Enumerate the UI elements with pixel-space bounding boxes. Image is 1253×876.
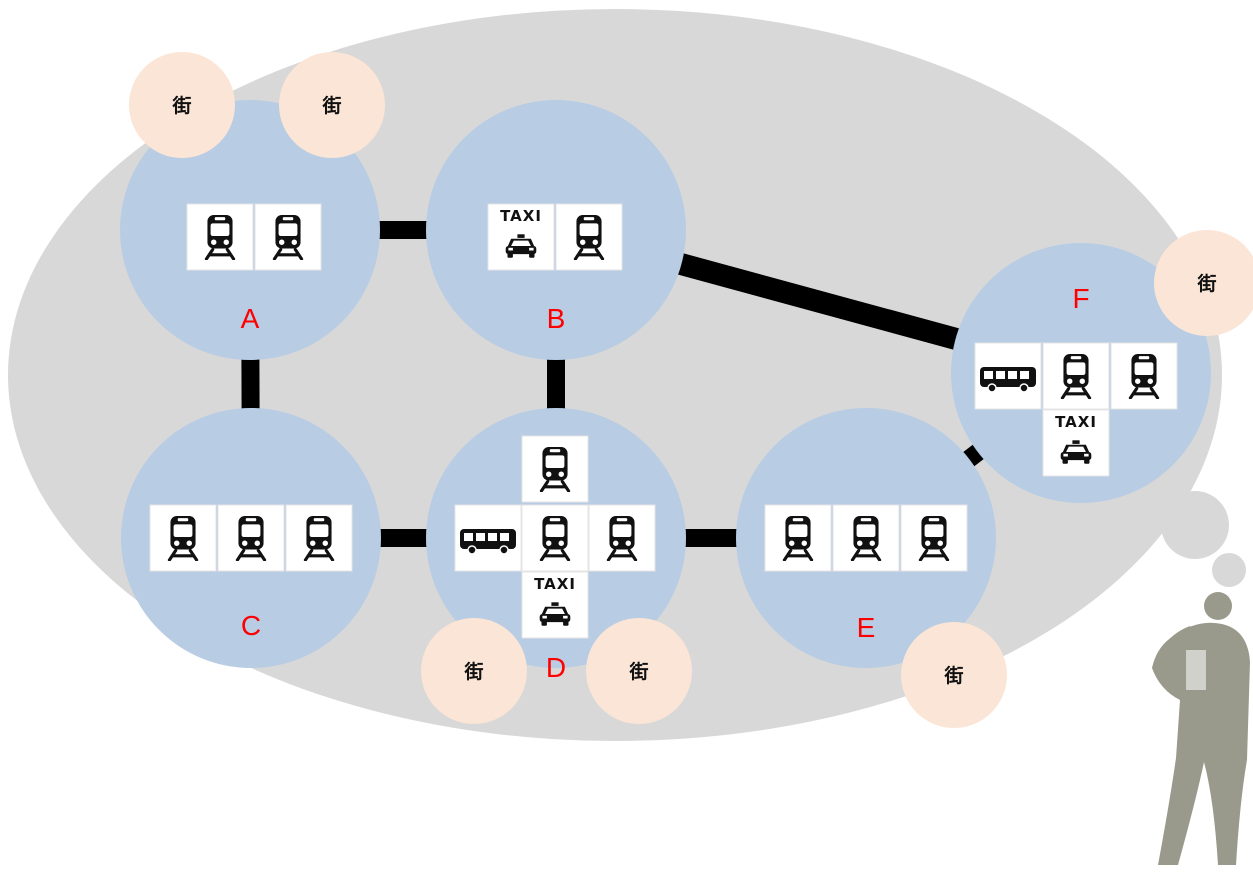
train-icon bbox=[555, 203, 623, 271]
train-icon bbox=[900, 504, 968, 572]
town-F-2: 街 bbox=[1154, 230, 1253, 336]
station-C: C bbox=[121, 408, 381, 668]
town-E-5: 街 bbox=[901, 622, 1007, 728]
town-circle bbox=[586, 618, 692, 724]
station-F: TAXI F bbox=[951, 243, 1211, 503]
train-icon bbox=[521, 435, 589, 503]
station-label-E: E bbox=[857, 612, 876, 643]
train-icon bbox=[186, 203, 254, 271]
taxi-sign-text: TAXI bbox=[1055, 413, 1097, 431]
town-A-0: 街 bbox=[129, 52, 235, 158]
town-label: 街 bbox=[943, 664, 963, 687]
taxi-icon: TAXI bbox=[521, 571, 589, 639]
train-icon bbox=[285, 504, 353, 572]
bus-icon bbox=[974, 342, 1042, 410]
town-D-4: 街 bbox=[586, 618, 692, 724]
taxi-sign-text: TAXI bbox=[534, 575, 576, 593]
station-label-B: B bbox=[547, 303, 566, 334]
train-icon bbox=[1042, 342, 1110, 410]
thought-dot-large bbox=[1161, 491, 1229, 559]
train-icon bbox=[254, 203, 322, 271]
thinking-person-icon bbox=[1152, 592, 1250, 865]
train-icon bbox=[521, 504, 589, 572]
town-label: 街 bbox=[1196, 272, 1216, 295]
taxi-sign-text: TAXI bbox=[500, 207, 542, 225]
town-circle bbox=[901, 622, 1007, 728]
station-label-F: F bbox=[1072, 283, 1089, 314]
taxi-icon: TAXI bbox=[487, 203, 555, 271]
taxi-icon: TAXI bbox=[1042, 409, 1110, 477]
bus-icon bbox=[454, 504, 522, 572]
town-label: 街 bbox=[463, 660, 483, 683]
train-icon bbox=[149, 504, 217, 572]
town-label: 街 bbox=[321, 94, 341, 117]
station-B: TAXI B bbox=[426, 100, 686, 360]
town-label: 街 bbox=[171, 94, 191, 117]
town-circle bbox=[1154, 230, 1253, 336]
station-D: TAXI D bbox=[426, 408, 686, 683]
town-circle bbox=[421, 618, 527, 724]
station-label-A: A bbox=[241, 303, 260, 334]
station-E: E bbox=[736, 408, 996, 668]
train-icon bbox=[588, 504, 656, 572]
station-label-C: C bbox=[241, 610, 261, 641]
train-icon bbox=[1110, 342, 1178, 410]
train-icon bbox=[764, 504, 832, 572]
station-A: A bbox=[120, 100, 380, 360]
town-label: 街 bbox=[628, 660, 648, 683]
town-circle bbox=[279, 52, 385, 158]
town-D-3: 街 bbox=[421, 618, 527, 724]
train-icon bbox=[217, 504, 285, 572]
station-label-D: D bbox=[546, 652, 566, 683]
town-A-1: 街 bbox=[279, 52, 385, 158]
stations: A TAXI B C TAXI D E TAXI F bbox=[120, 100, 1211, 683]
train-icon bbox=[832, 504, 900, 572]
thought-dot-small bbox=[1212, 553, 1246, 587]
towns: 街街街街街街 bbox=[129, 52, 1253, 728]
town-circle bbox=[129, 52, 235, 158]
